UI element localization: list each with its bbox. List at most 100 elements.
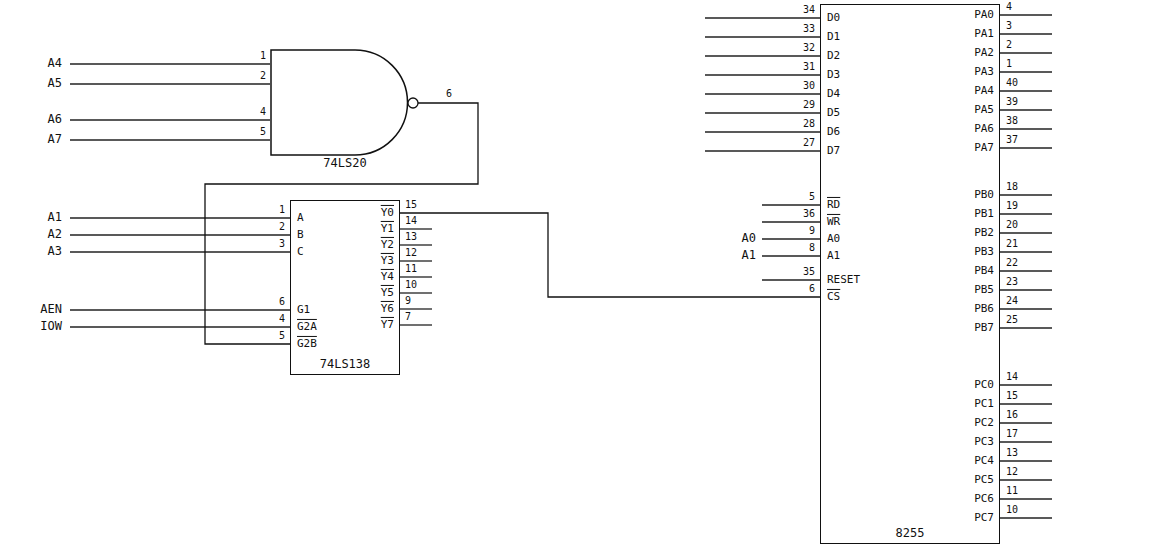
signal-name: A6	[48, 113, 62, 126]
wire	[400, 292, 432, 293]
pin-name: PB3	[974, 246, 994, 258]
pin-number: 16	[1006, 409, 1018, 420]
pin-number: 1	[260, 50, 266, 61]
pin-number: 3	[1006, 20, 1012, 31]
pin-number: 23	[1006, 276, 1018, 287]
wire	[1000, 403, 1052, 404]
pin-number: 14	[405, 215, 417, 226]
pin-number: 10	[1006, 504, 1018, 515]
pin-number: 2	[260, 70, 266, 81]
pin-number: 8	[809, 242, 815, 253]
wire	[400, 276, 432, 277]
wire	[705, 74, 820, 75]
pin-name: PC1	[974, 398, 994, 410]
pin-number: 7	[405, 311, 411, 322]
pin-number: 27	[803, 137, 815, 148]
wire	[762, 255, 820, 256]
pin-number: 2	[1006, 39, 1012, 50]
pin-name: G2A	[297, 321, 317, 333]
pin-name: A1	[827, 250, 840, 262]
wire	[70, 139, 270, 140]
signal-name: A1	[742, 249, 756, 262]
pin-number: 34	[803, 4, 815, 15]
pin-name: Y2	[381, 239, 394, 251]
wire	[1000, 109, 1052, 110]
signal-name: A0	[742, 232, 756, 245]
wire	[1000, 14, 1052, 15]
wire	[705, 112, 820, 113]
signal-name: IOW	[40, 320, 62, 333]
pin-number: 38	[1006, 115, 1018, 126]
pin-number: 15	[405, 199, 417, 210]
pin-number: 36	[803, 208, 815, 219]
pin-name: PC2	[974, 417, 994, 429]
pin-name: A0	[827, 233, 840, 245]
signal-name: A3	[48, 245, 62, 258]
pin-number: 32	[803, 42, 815, 53]
pin-name: PA6	[974, 123, 994, 135]
wire	[1000, 327, 1052, 328]
pin-name: RESET	[827, 274, 860, 286]
signal-name: A4	[48, 57, 62, 70]
wire	[1000, 128, 1052, 129]
pin-name: PC0	[974, 379, 994, 391]
pin-name: PB7	[974, 322, 994, 334]
wire	[70, 119, 270, 120]
wire	[1000, 308, 1052, 309]
wire	[1000, 384, 1052, 385]
pin-number: 25	[1006, 314, 1018, 325]
wire	[762, 279, 820, 280]
pin-number: 10	[405, 279, 417, 290]
pin-number: 37	[1006, 134, 1018, 145]
wire	[70, 326, 290, 327]
pin-number: 24	[1006, 295, 1018, 306]
pin-name: B	[297, 229, 304, 241]
pin-name: Y3	[381, 255, 394, 267]
pin-number: 6	[446, 88, 452, 99]
signal-wire	[205, 103, 478, 344]
pin-number: 15	[1006, 390, 1018, 401]
signal-name: A7	[48, 133, 62, 146]
signal-name: A2	[48, 228, 62, 241]
signal-name: A1	[48, 211, 62, 224]
chip-name: 74LS20	[270, 157, 420, 170]
pin-number: 9	[405, 295, 411, 306]
pin-number: 19	[1006, 200, 1018, 211]
pin-name: PB2	[974, 227, 994, 239]
pin-name: PA7	[974, 142, 994, 154]
wire	[762, 204, 820, 205]
pin-name: PC3	[974, 436, 994, 448]
wire	[1000, 270, 1052, 271]
pin-number: 12	[405, 247, 417, 258]
wire	[705, 150, 820, 151]
pin-name: PB1	[974, 208, 994, 220]
pin-number: 29	[803, 99, 815, 110]
wire	[1000, 194, 1052, 195]
signal-wire	[400, 213, 820, 297]
wire	[1000, 460, 1052, 461]
pin-number: 1	[279, 204, 285, 215]
wire	[705, 55, 820, 56]
pin-number: 13	[1006, 447, 1018, 458]
pin-name: PC5	[974, 474, 994, 486]
pin-name: RD	[827, 199, 840, 211]
wire	[705, 17, 820, 18]
wire	[70, 83, 270, 84]
pin-number: 13	[405, 231, 417, 242]
pin-number: 14	[1006, 371, 1018, 382]
wire	[70, 251, 290, 252]
pin-number: 30	[803, 80, 815, 91]
pin-number: 22	[1006, 257, 1018, 268]
wire	[1000, 422, 1052, 423]
pin-name: WR	[827, 216, 840, 228]
wire	[70, 217, 290, 218]
pin-name: D1	[827, 31, 840, 43]
pin-name: D3	[827, 69, 840, 81]
pin-number: 5	[279, 330, 285, 341]
pin-name: PC4	[974, 455, 994, 467]
wire	[1000, 90, 1052, 91]
wire	[1000, 517, 1052, 518]
wire	[1000, 213, 1052, 214]
wire	[1000, 441, 1052, 442]
